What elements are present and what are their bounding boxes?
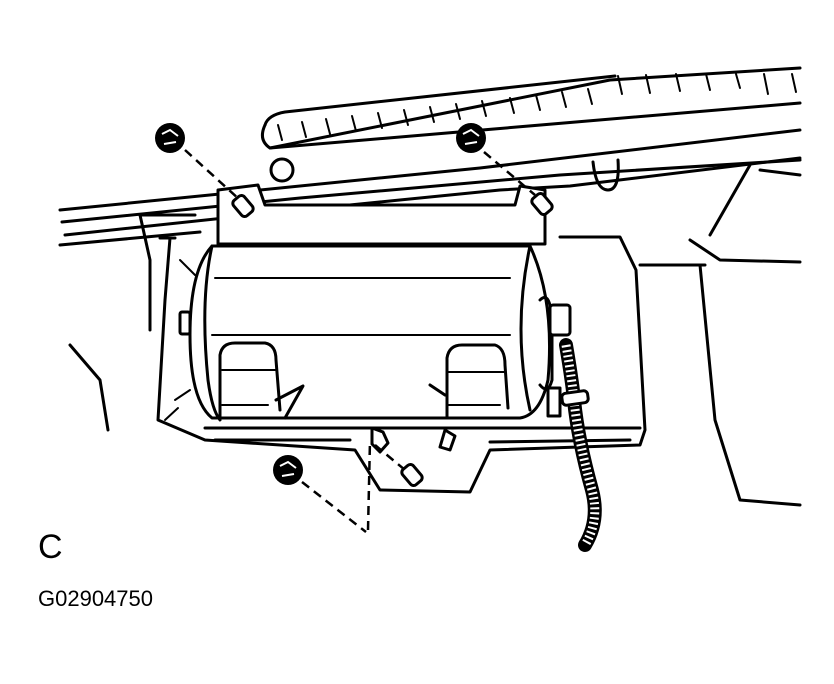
mounting-bracket — [216, 183, 547, 246]
figure-id: G02904750 — [38, 586, 153, 611]
nut-lower — [273, 455, 303, 485]
fasteners — [155, 123, 554, 533]
stud-lower — [400, 462, 424, 488]
airbag-module — [178, 244, 554, 422]
instrument-panel-upper — [58, 66, 802, 247]
stud-upper-right — [530, 191, 554, 217]
wiring-harness-conduit — [559, 338, 602, 552]
nut-upper-right — [456, 123, 486, 153]
nut-upper-left — [155, 123, 185, 153]
stud-upper-left — [231, 193, 255, 219]
view-label: C — [38, 528, 63, 566]
airbag-housing — [156, 235, 647, 494]
instrument-panel-lower — [68, 213, 802, 507]
electrical-connector — [546, 303, 572, 418]
